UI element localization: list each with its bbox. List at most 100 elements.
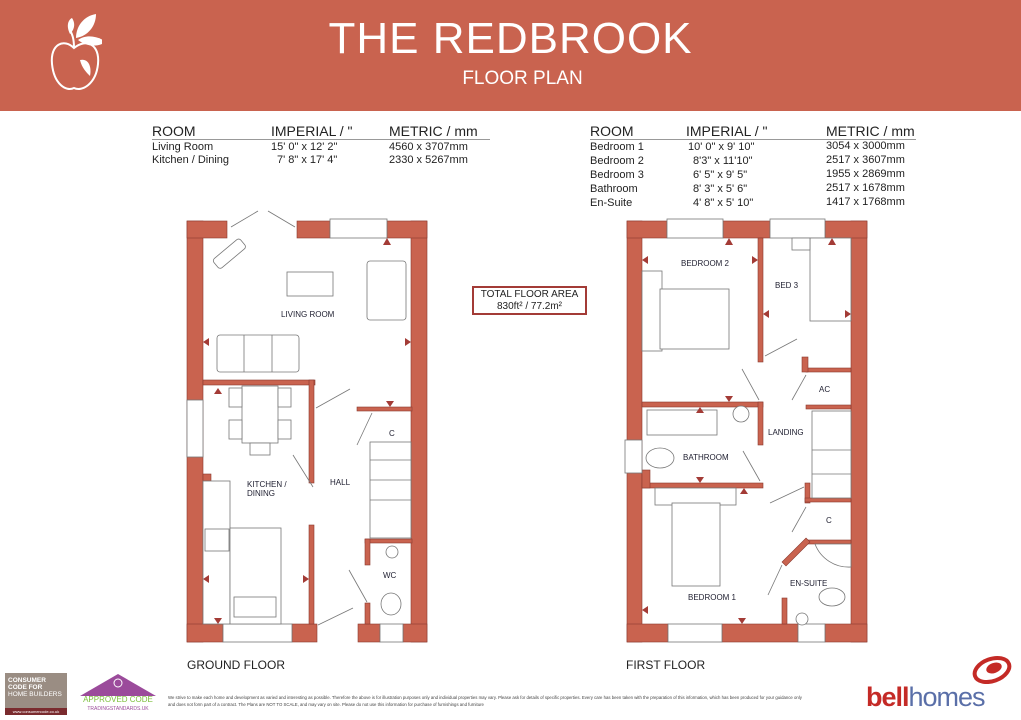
wall — [722, 220, 771, 239]
wall — [805, 367, 852, 373]
room-label-living-room: LIVING ROOM — [281, 310, 335, 319]
marker-arrow-icon — [214, 388, 222, 394]
door — [791, 506, 807, 533]
door — [769, 486, 805, 504]
approved-code-subtext: TRADINGSTANDARDS.UK — [87, 706, 149, 712]
chair — [228, 387, 243, 408]
double-bed — [659, 288, 730, 350]
door — [267, 210, 296, 228]
table-cell-imperial: 4' 8" x 5' 10" — [693, 197, 754, 209]
bellhomes-logo: bellhomes — [866, 682, 986, 713]
room-label-bathroom: BATHROOM — [683, 453, 729, 462]
apple-logo-icon — [50, 14, 102, 90]
door — [348, 569, 368, 603]
wall — [626, 623, 669, 643]
room-label-wc: WC — [383, 571, 397, 580]
tv-unit — [212, 238, 246, 269]
consumer-code-url: www.consumercode.co.uk — [5, 708, 67, 715]
marker-arrow-icon — [203, 338, 209, 346]
marker-arrow-icon — [740, 488, 748, 494]
column-header-metric: METRIC / mm — [826, 123, 915, 139]
ground-floor-fixtures — [186, 210, 412, 643]
table-cell-imperial: 8'3" x 11'10" — [693, 155, 753, 167]
wall — [186, 623, 224, 643]
room-label-hall: HALL — [330, 478, 351, 487]
chair — [277, 387, 292, 408]
door — [317, 607, 354, 626]
wall — [850, 220, 868, 643]
table-cell-metric: 2330 x 5267mm — [389, 154, 468, 166]
door — [292, 454, 314, 488]
consumer-code-text: CODE FOR — [8, 684, 43, 691]
window — [186, 399, 204, 458]
wall — [410, 220, 428, 643]
shower — [814, 543, 852, 568]
wall — [781, 597, 788, 625]
table-cell-metric: 4560 x 3707mm — [389, 141, 468, 153]
door — [767, 564, 783, 596]
marker-arrow-icon — [828, 238, 836, 245]
wall — [641, 401, 764, 408]
total-floor-area-box: TOTAL FLOOR AREA 830ft² / 77.2m² — [472, 286, 587, 315]
wall — [641, 482, 764, 489]
consumer-code-text: HOME BUILDERS — [8, 691, 62, 698]
wall — [308, 379, 315, 484]
wall — [202, 473, 212, 482]
wall — [402, 623, 428, 643]
door — [230, 210, 259, 228]
column-header-room: ROOM — [152, 123, 196, 139]
approved-code-triangle-icon — [80, 674, 156, 696]
basin — [732, 405, 750, 423]
double-bed — [671, 502, 721, 587]
wall — [805, 404, 852, 410]
door — [741, 368, 760, 401]
marker-arrow-icon — [405, 338, 411, 346]
table-cell-imperial: 15' 0" x 12' 2" — [271, 141, 338, 153]
wall — [308, 524, 315, 625]
marker-arrow-icon — [214, 618, 222, 624]
total-floor-area-label: TOTAL FLOOR AREA — [480, 289, 579, 300]
first-floor-plan — [626, 220, 868, 643]
table-cell-room: Bathroom — [590, 183, 638, 195]
page-subtitle: FLOOR PLAN — [462, 68, 583, 89]
stairs — [811, 410, 852, 499]
table-cell-metric: 1955 x 2869mm — [826, 168, 905, 180]
table-cell-room: Kitchen / Dining — [152, 154, 230, 166]
marker-arrow-icon — [696, 407, 704, 413]
disclaimer-line: We strive to make each home and developm… — [168, 695, 802, 700]
header-divider — [590, 139, 916, 140]
basin — [385, 545, 399, 559]
marker-arrow-icon — [738, 618, 746, 624]
wall — [626, 220, 643, 643]
wall — [824, 623, 868, 643]
room-label-bedroom-1: BEDROOM 1 — [688, 593, 737, 602]
marker-arrow-icon — [203, 575, 209, 583]
wall — [805, 539, 852, 545]
wall — [186, 220, 228, 239]
first-floor-label: FIRST FLOOR — [626, 658, 706, 672]
window — [379, 623, 404, 643]
table-cell-room: Bedroom 2 — [590, 155, 644, 167]
chair — [277, 419, 292, 440]
approved-code-logo: APPROVED CODE TRADINGSTANDARDS.UK — [78, 673, 158, 717]
marker-arrow-icon — [642, 256, 648, 264]
toilet — [818, 587, 846, 607]
sofa — [216, 334, 300, 373]
window — [769, 218, 826, 239]
table-cell-imperial: 8' 3" x 5' 6" — [693, 183, 748, 195]
brand-light: homes — [908, 682, 986, 712]
disclaimer-line: and does not form part of a contract. Th… — [168, 702, 484, 707]
wall — [357, 623, 381, 643]
column-header-imperial: IMPERIAL / " — [686, 123, 768, 139]
table-cell-metric: 2517 x 1678mm — [826, 182, 905, 194]
chair — [249, 442, 271, 456]
room-label-landing: LANDING — [768, 428, 804, 437]
column-header-imperial: IMPERIAL / " — [271, 123, 353, 139]
headboard — [654, 487, 737, 506]
table-cell-imperial: 6' 5" x 9' 5" — [693, 169, 748, 181]
door — [315, 388, 351, 409]
armchair — [366, 260, 407, 321]
coffee-table — [286, 271, 334, 297]
room-label-dining: DINING — [247, 489, 275, 498]
